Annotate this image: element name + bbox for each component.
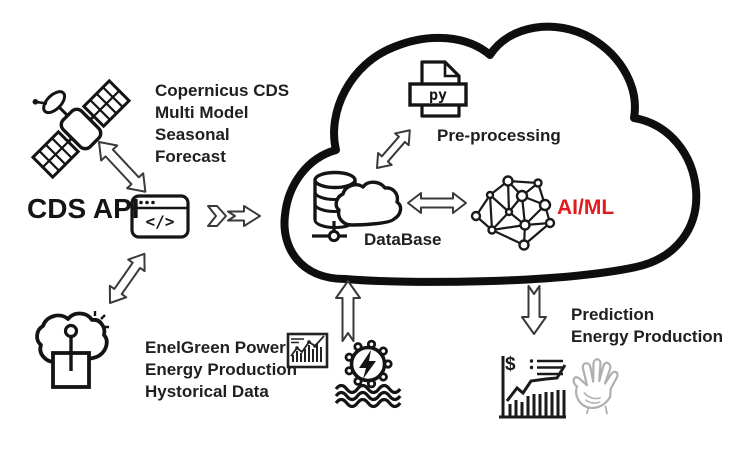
enelgreen-label: EnelGreen Power Energy Production Hystor… <box>145 337 297 403</box>
cloud-platform-shape <box>280 22 701 286</box>
copernicus-line: Copernicus CDS <box>155 81 290 100</box>
prediction-line: Prediction <box>571 305 655 324</box>
database-label: DataBase <box>364 230 442 249</box>
dollar-glyph: $ <box>505 354 516 375</box>
copernicus-line: Multi Model <box>155 103 249 122</box>
hydro-turbine-icon <box>334 339 402 409</box>
neural-network-icon <box>470 175 556 251</box>
arrow-api-cloud <box>207 205 261 227</box>
cds-api-label: CDS API <box>27 193 140 224</box>
weather-station-icon <box>35 311 109 389</box>
enelgreen-line: EnelGreen Power <box>145 338 286 357</box>
enelgreen-line: Energy Production <box>145 360 298 379</box>
prediction-label: Prediction Energy Production <box>571 304 723 348</box>
finance-chart-icon <box>499 356 567 419</box>
copernicus-label: Copernicus CDS Multi Model Seasonal Fore… <box>155 80 289 168</box>
arrow-database-preprocessing <box>376 129 411 169</box>
copernicus-line: Forecast <box>155 147 226 166</box>
python-file-icon <box>408 60 468 118</box>
code-glyph: </> <box>145 212 175 231</box>
arrow-database-aiml <box>407 192 467 214</box>
api-window-icon <box>130 194 190 239</box>
aiml-label: AI/ML <box>557 196 615 219</box>
satellite-icon <box>30 78 132 180</box>
arrow-cloud-prediction <box>521 285 547 335</box>
chart-window-icon <box>286 332 329 369</box>
enelgreen-line: Hystorical Data <box>145 382 269 401</box>
prediction-line: Energy Production <box>571 327 724 346</box>
py-glyph: py <box>428 86 448 104</box>
hand-icon <box>572 358 619 415</box>
arrow-satellite-api <box>98 141 147 193</box>
preprocessing-label: Pre-processing <box>437 126 561 145</box>
copernicus-line: Seasonal <box>155 125 230 144</box>
arrow-hydro-cloud <box>335 280 361 342</box>
arrow-api-weather <box>108 252 146 304</box>
database-icon <box>312 170 403 243</box>
